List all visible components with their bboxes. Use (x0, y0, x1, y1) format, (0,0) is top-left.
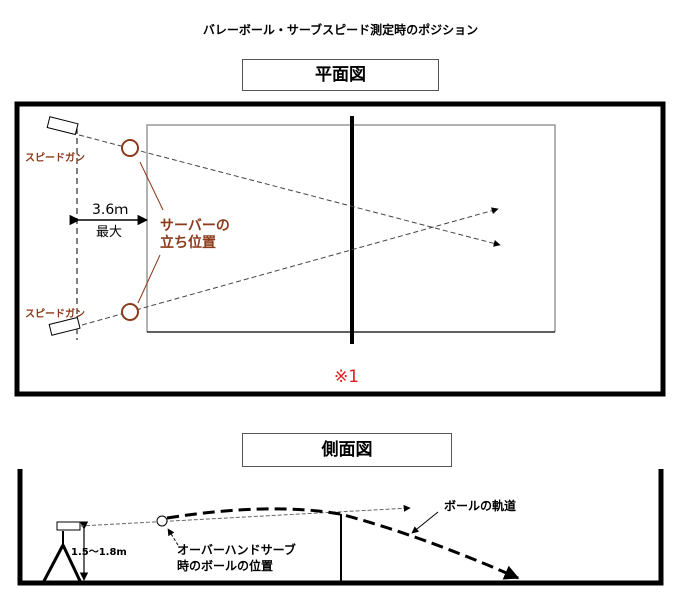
speed-gun-bottom-label: スピードガン (25, 307, 85, 320)
side-view: 1.5～1.8m オーバーハンドサーブ 時のボールの位置 ボールの軌道 (17, 469, 664, 586)
ball-position-label-line2: 時のボールの位置 (177, 558, 273, 573)
serve-path-bottom (81, 207, 499, 326)
height-range-label: 1.5～1.8m (71, 547, 127, 558)
speed-gun-top-label: スピードガン (25, 151, 85, 164)
note-marker: ※1 (334, 367, 359, 387)
plan-gym-frame (14, 101, 666, 397)
ball-pointer-arrow (167, 528, 179, 546)
speed-gun-beam (79, 504, 411, 527)
tripod-leg-left (42, 544, 65, 582)
plan-view-label: 平面図 (242, 59, 439, 91)
plan-view: スピードガン スピードガン 3.6ｍ 最大 サーバーの 立ち位置 ※1 (14, 101, 666, 397)
trajectory-pointer-arrow (411, 511, 439, 534)
page-title: バレーボール・サーブスピード測定時のポジション (202, 23, 479, 37)
serve-path-top (78, 134, 501, 247)
server-position-label-line2: 立ち位置 (160, 234, 216, 251)
server-leader-top (139, 161, 164, 211)
ball-trajectory (166, 507, 520, 580)
speed-gun-top-icon (46, 116, 79, 136)
distance-qualifier: 最大 (96, 225, 122, 240)
server-position-top-icon (121, 139, 139, 157)
speed-gun-side-icon (56, 521, 81, 531)
server-position-label-line1: サーバーの (160, 218, 230, 234)
ball-position-label-line1: オーバーハンドサーブ (177, 542, 296, 557)
distance-value: 3.6ｍ (92, 202, 128, 218)
tripod-leg-right (61, 544, 82, 582)
server-position-bottom-icon (121, 303, 139, 321)
side-view-label: 側面図 (242, 433, 452, 467)
ball-icon (156, 515, 168, 527)
server-leader-bottom (137, 254, 161, 304)
trajectory-label: ボールの軌道 (444, 498, 516, 513)
speed-gun-bottom-icon (48, 316, 81, 336)
